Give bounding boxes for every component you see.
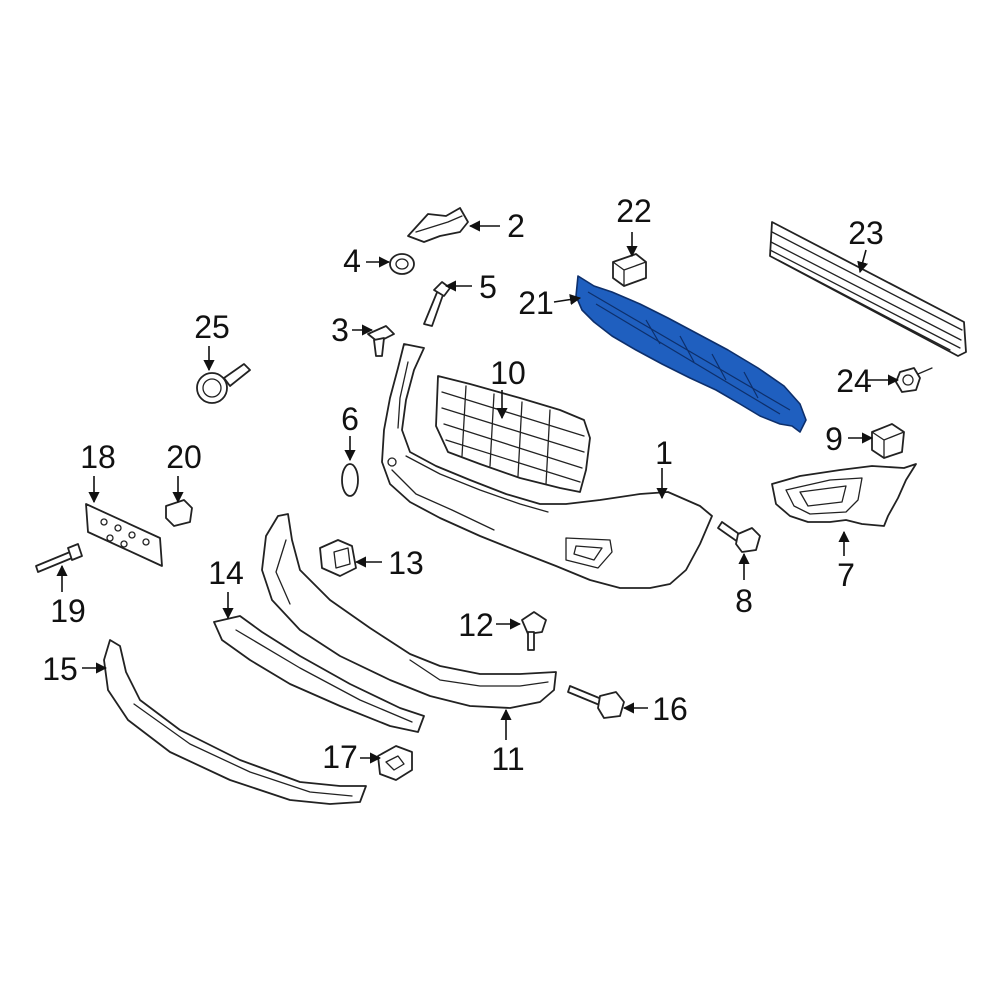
part-8-bolt[interactable] <box>717 521 761 553</box>
part-18-license-plate-bracket[interactable] <box>85 503 163 567</box>
part-9-clip[interactable] <box>871 423 905 459</box>
callout-14: 14 <box>208 555 244 591</box>
callout-10: 10 <box>490 355 526 391</box>
part-13-clip[interactable] <box>319 539 357 577</box>
part-1-bumper-cover[interactable] <box>381 343 713 589</box>
part-5-push-pin[interactable] <box>423 281 451 327</box>
callout-13: 13 <box>388 545 424 581</box>
callout-2: 2 <box>507 208 525 244</box>
part-19-screw[interactable] <box>35 543 83 573</box>
callout-numbers: 1 2 3 4 5 6 7 8 9 10 11 12 13 14 15 16 1… <box>42 193 884 777</box>
callout-23: 23 <box>848 215 884 251</box>
part-12-bolt[interactable] <box>521 611 547 651</box>
callout-3: 3 <box>331 312 349 348</box>
callout-7: 7 <box>837 557 855 593</box>
part-25-sensor[interactable] <box>196 363 251 404</box>
part-2-bracket[interactable] <box>407 207 469 243</box>
part-6-seal-ring[interactable] <box>341 463 359 497</box>
callout-18: 18 <box>80 439 116 475</box>
callout-11: 11 <box>491 741 524 777</box>
callout-25: 25 <box>194 309 230 345</box>
part-15-lower-valance[interactable] <box>103 639 367 805</box>
callout-8: 8 <box>735 583 753 619</box>
part-11-lower-deflector[interactable] <box>261 513 557 709</box>
part-21-bumper-bracket[interactable] <box>575 275 807 433</box>
callout-19: 19 <box>50 593 86 629</box>
part-3-screw[interactable] <box>367 325 395 357</box>
callout-4: 4 <box>343 243 361 279</box>
callout-22: 22 <box>616 193 652 229</box>
callout-15: 15 <box>42 651 78 687</box>
part-7-fog-lamp-bezel[interactable] <box>771 463 917 527</box>
leader-lines <box>56 220 900 764</box>
callout-1: 1 <box>655 435 673 471</box>
callout-17: 17 <box>322 739 358 775</box>
part-23-reinforcement-bar[interactable] <box>769 221 967 357</box>
callout-24: 24 <box>836 363 872 399</box>
callout-16: 16 <box>652 691 688 727</box>
callout-12: 12 <box>458 607 494 643</box>
part-17-clip-nut[interactable] <box>377 745 413 781</box>
callout-9: 9 <box>825 421 843 457</box>
callout-5: 5 <box>479 269 497 305</box>
callout-20: 20 <box>166 439 202 475</box>
part-24-nut[interactable] <box>895 367 933 393</box>
part-10-grille[interactable] <box>435 375 591 493</box>
callout-6: 6 <box>341 401 359 437</box>
part-22-clip[interactable] <box>612 253 647 287</box>
part-4-grommet[interactable] <box>389 253 415 275</box>
part-20-clip[interactable] <box>165 499 193 527</box>
part-14-air-deflector[interactable] <box>213 615 425 733</box>
callout-21: 21 <box>518 285 554 321</box>
part-16-bolt[interactable] <box>567 685 625 719</box>
